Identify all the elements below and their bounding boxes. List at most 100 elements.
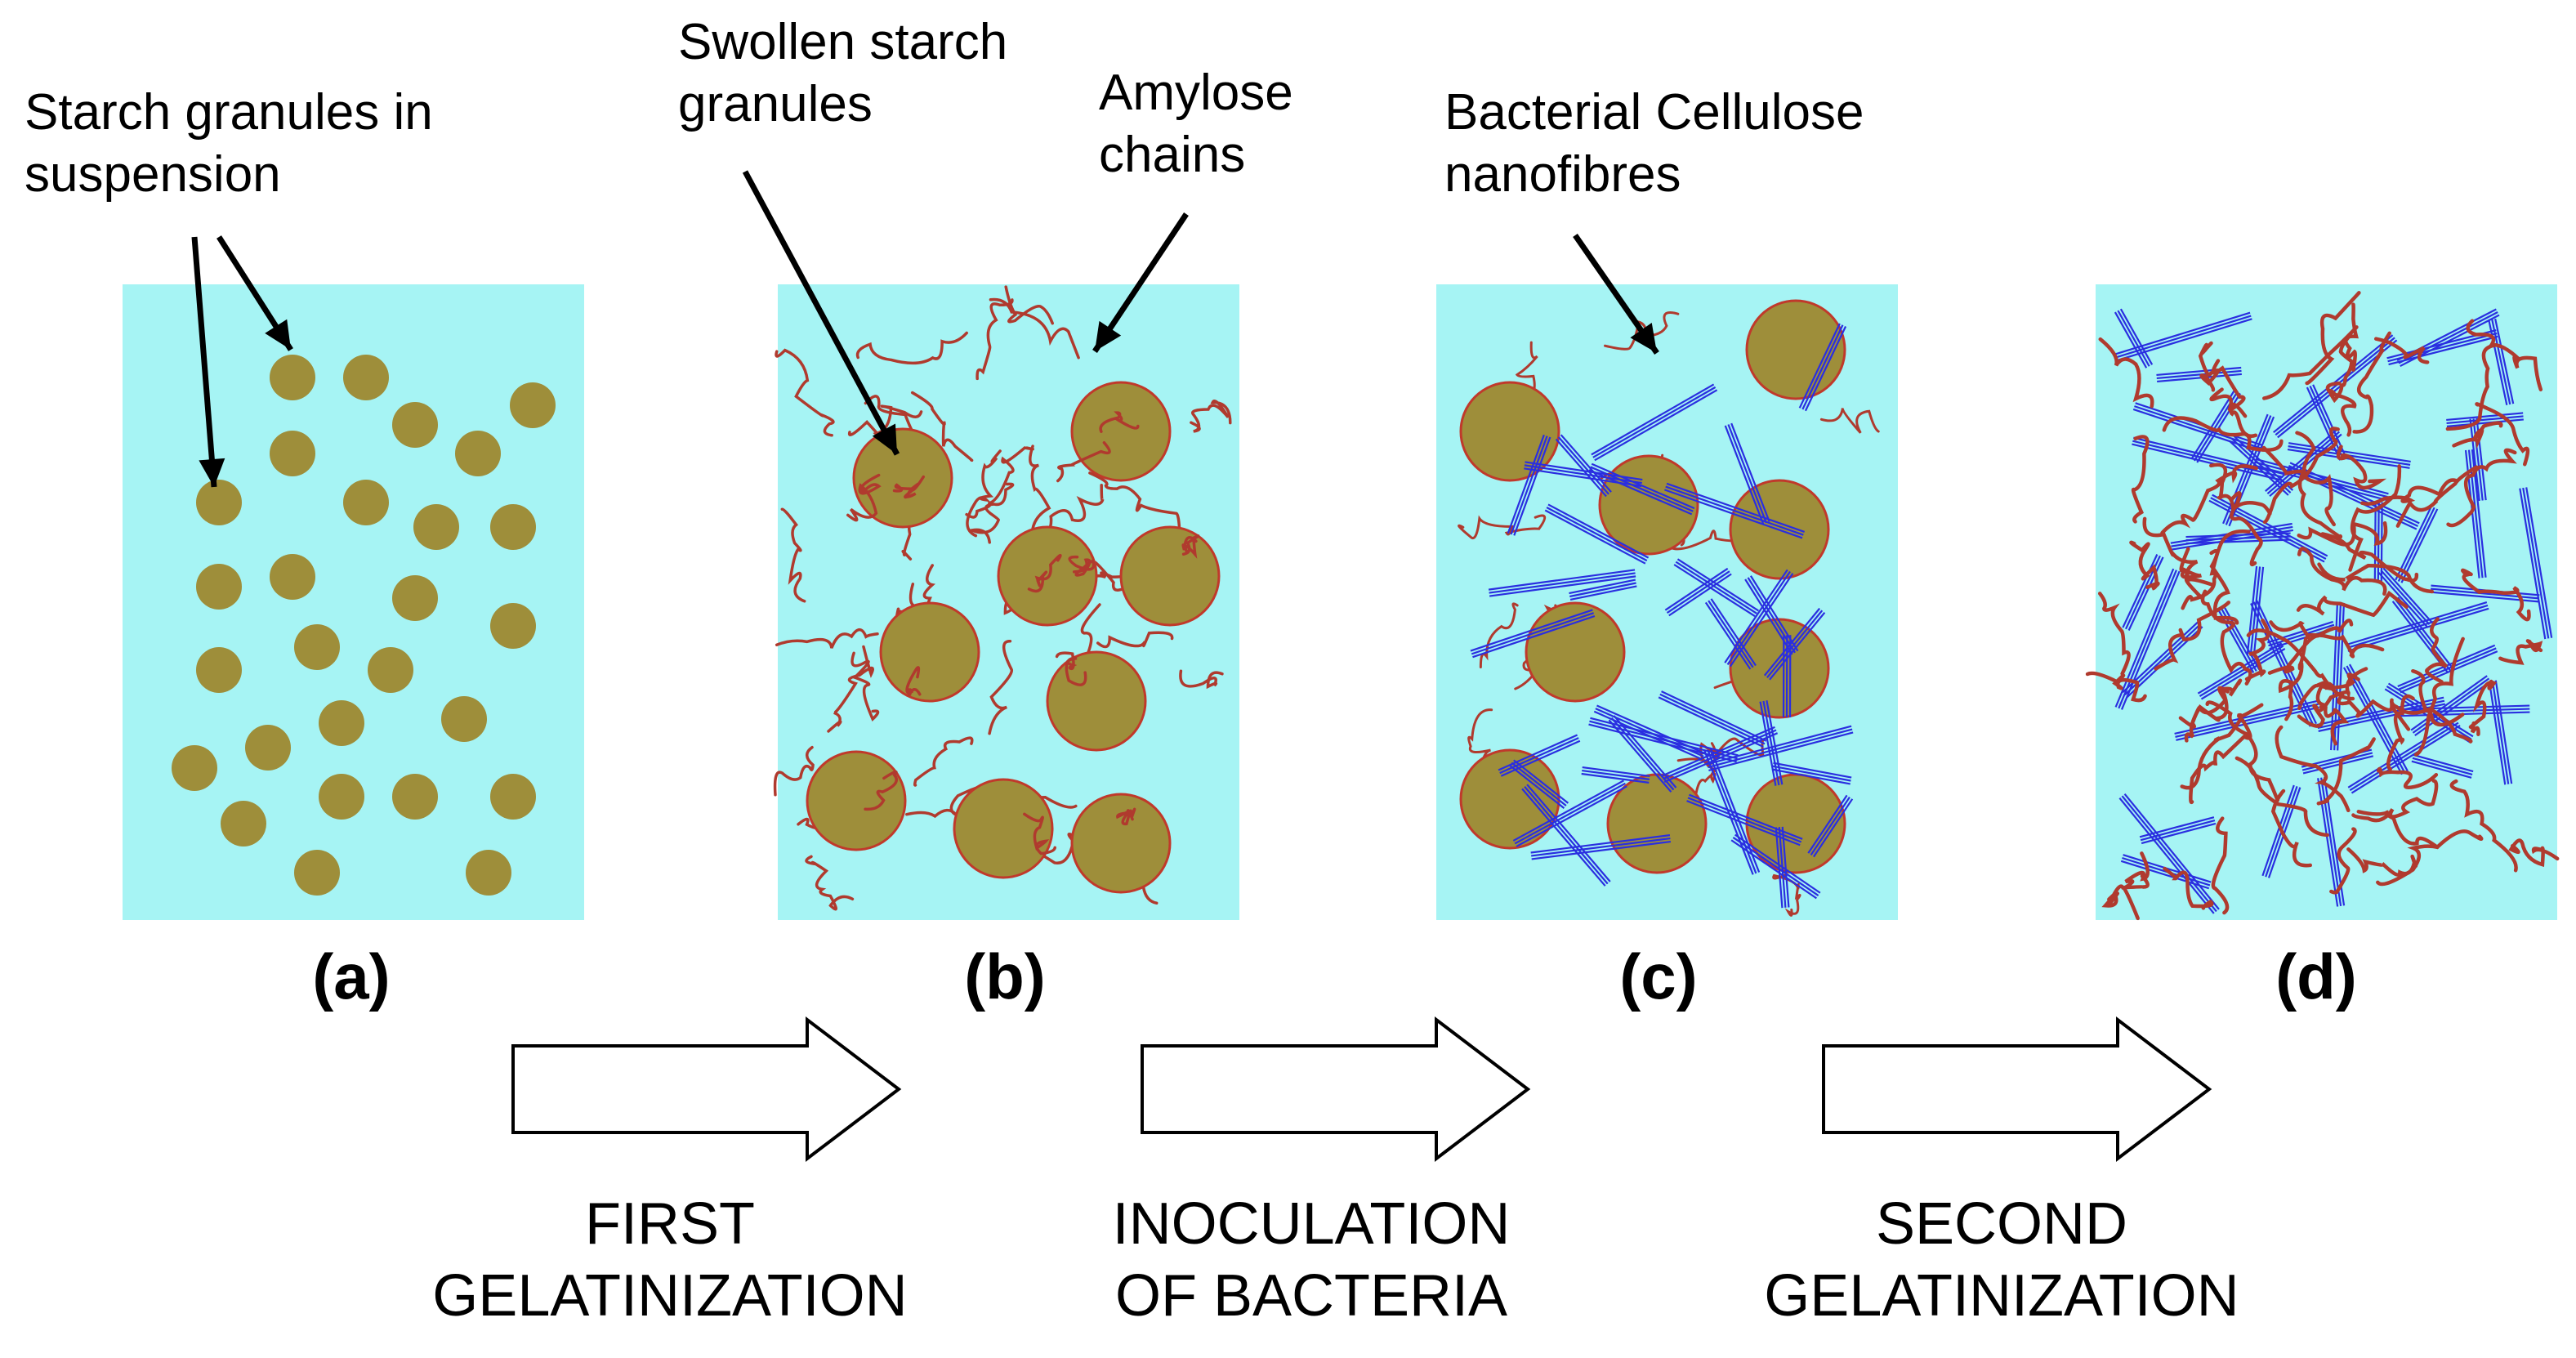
fibre-strand [1707, 725, 1852, 766]
fibre-strand [1472, 614, 1596, 659]
starch-granule [455, 431, 501, 476]
amylose-chain [2373, 337, 2430, 364]
fibre-strand [2397, 596, 2454, 669]
fibre-strand [1489, 575, 1636, 597]
amylose-chain [2275, 725, 2351, 813]
amylose-chain [2198, 341, 2220, 392]
fibre-strand [2114, 315, 2252, 359]
fibre-strand [1592, 386, 1717, 458]
fibre-strand [1488, 569, 1636, 591]
callout-amylose-chains-line1: Amylose [1099, 65, 1293, 121]
fibre-strand [2200, 647, 2286, 700]
amylose-chain [773, 745, 815, 797]
fibre-strand [1509, 764, 1565, 809]
step-1-line2: GELATINIZATION [432, 1262, 908, 1329]
fibre-strand [2349, 721, 2459, 792]
swollen-starch-granule [1070, 381, 1172, 482]
fibre-strand [2141, 822, 2217, 845]
cellulose-nanofibre [1724, 569, 1794, 668]
amylose-chain [1467, 708, 1493, 775]
amylose-chain [1179, 669, 1224, 690]
fibre-strand [2140, 819, 2216, 842]
cellulose-nanofibre [2488, 680, 2513, 785]
cellulose-nanofibre [1724, 422, 1770, 525]
fibre-strand [1668, 573, 1732, 617]
fibre-strand [1471, 612, 1594, 655]
fibre-strand [1771, 768, 1851, 785]
fibre-strand [1664, 567, 1729, 611]
fibre-strand [1555, 438, 1607, 498]
cellulose-nanofibre [1730, 833, 1821, 900]
cellulose-nanofibre [2113, 311, 2252, 362]
fibre-strand [2127, 556, 2164, 631]
fibre-strand [1813, 798, 1854, 858]
amylose-chain [2325, 381, 2357, 437]
fibre-strand [2380, 570, 2431, 625]
fibre-strand [2255, 461, 2388, 498]
amylose-chain [1181, 534, 1200, 559]
amylose-chain [2278, 637, 2308, 721]
fibre-strand [2118, 570, 2177, 709]
fibre-strand [2185, 532, 2291, 538]
amylose-chain [2246, 628, 2355, 701]
amylose-chain [827, 645, 874, 733]
callout-amylose-chains: Amylose chains [1099, 62, 1293, 185]
cellulose-nanofibre [1569, 578, 1637, 601]
cellulose-nanofibre [1673, 558, 1759, 618]
fibre-strand [1500, 739, 1581, 777]
starch-granule [221, 801, 266, 847]
amylose-chain [855, 331, 968, 365]
fibre-strand [2399, 711, 2530, 717]
cellulose-nanofibre [1530, 834, 1672, 860]
amylose-chain [2348, 464, 2402, 572]
leader-arrowhead [1095, 320, 1122, 351]
starch-granule [343, 355, 389, 400]
starch-granule [196, 564, 242, 610]
cellulose-nanofibre [2114, 308, 2154, 369]
amylose-chain [2498, 639, 2543, 665]
amylose-chain [905, 666, 922, 697]
panel-label-a: (a) [312, 940, 391, 1012]
fibre-strand [1675, 561, 1757, 614]
fibre-strand [1590, 717, 1739, 757]
panel-label-b: (b) [964, 940, 1046, 1012]
amylose-chain [2466, 319, 2543, 391]
cellulose-nanofibre [1581, 766, 1650, 784]
amylose-chain [1819, 408, 1880, 434]
swollen-starch-granule [806, 750, 907, 851]
cellulose-nanofibre [1664, 482, 1806, 539]
amylose-chain [2269, 620, 2385, 659]
cellulose-nanofibre [1588, 462, 1695, 516]
fibre-strand [1591, 462, 1695, 510]
fibre-strand [2382, 567, 2433, 623]
leader-line [742, 170, 900, 456]
fibre-strand [2275, 337, 2395, 436]
fibre-strand [2175, 703, 2319, 738]
amylose-chain [2346, 847, 2418, 877]
fibre-strand [1744, 578, 1793, 655]
callout-amylose-chains-line2: chains [1099, 126, 1246, 183]
fibre-strand [1724, 425, 1765, 525]
process-arrow-1 [511, 1016, 902, 1163]
fibre-strand [2121, 795, 2217, 913]
amylose-chain [2337, 693, 2411, 731]
fibre-strand [1569, 582, 1636, 598]
swollen-starch-granule [879, 601, 980, 703]
fibre-strand [2446, 418, 2524, 427]
fibre-strand [1582, 766, 1650, 778]
fibre-strand [1707, 749, 1757, 874]
amylose-chain [2297, 520, 2388, 547]
cellulose-nanofibre [1488, 569, 1636, 597]
amylose-chain [1056, 440, 1111, 483]
fibre-strand [1594, 389, 1718, 462]
fibre-strand [2320, 777, 2342, 907]
fibre-strand [2174, 699, 2319, 735]
step-label-first-gelatinization: FIRST GELATINIZATION [392, 1189, 948, 1333]
fibre-strand [1726, 570, 1791, 665]
fibre-strand [2400, 508, 2439, 583]
fibre-strand [1734, 833, 1821, 894]
amylose-chain [2425, 617, 2449, 684]
fibre-strand [2410, 675, 2488, 731]
step-label-second-gelatinization: SECOND GELATINIZATION [1716, 1189, 2288, 1333]
cellulose-nanofibre [2377, 567, 2433, 628]
